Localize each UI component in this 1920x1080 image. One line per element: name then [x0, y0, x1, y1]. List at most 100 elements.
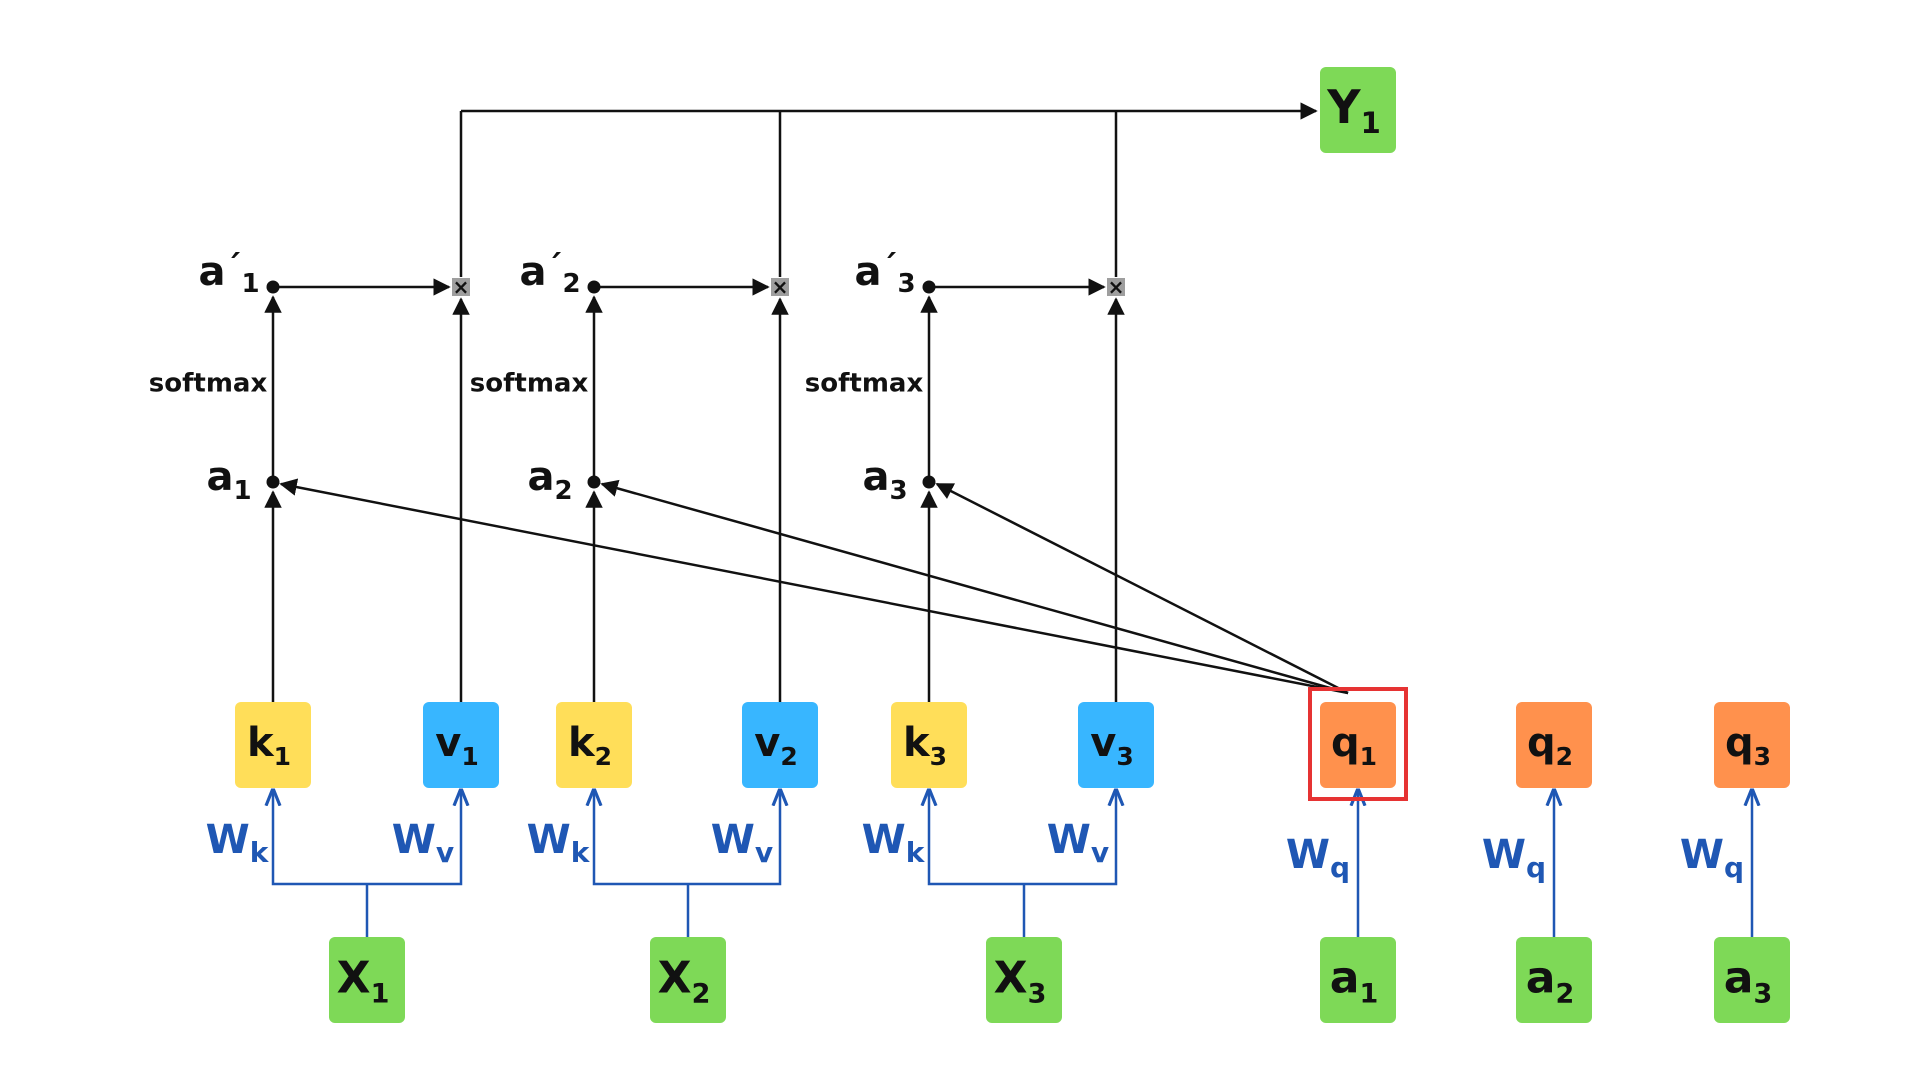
value-v1-box-rect [423, 702, 499, 788]
query-q2-box-label-subscript: 2 [1556, 742, 1573, 771]
input-a3-box-rect [1714, 937, 1790, 1023]
weight-k-label-3-subscript: k [906, 836, 926, 869]
normalized-score-label-1-subscript: 1 [241, 269, 259, 299]
key-k2-box-rect [556, 702, 632, 788]
query-highlight-box [1308, 687, 1408, 801]
weight-q-label-1-main: W [1286, 832, 1330, 878]
input-x1-box-label: X1 [337, 952, 390, 1009]
multiply-node-3-square [1107, 278, 1125, 296]
weight-k-label-1-main: W [206, 817, 250, 863]
input-a3-box-label-main: a [1724, 952, 1754, 1003]
query-q2-box: q2 [1516, 702, 1592, 788]
normalized-score-label-2-prime: ´ [546, 248, 562, 286]
query-q3-box: q3 [1714, 702, 1790, 788]
query-q1-box-label-main: q [1331, 720, 1360, 766]
softmax-label-1: softmax [149, 369, 268, 399]
input-a2-box: a2 [1516, 937, 1592, 1023]
normalized-score-label-2-subscript: 2 [562, 269, 580, 299]
connector-lines [264, 102, 1752, 937]
input-x3-box-label: X3 [994, 952, 1047, 1009]
query-q1-box-label-subscript: 1 [1360, 742, 1377, 771]
input-a3-box-label: a3 [1724, 952, 1773, 1009]
value-v1-box-label: v1 [435, 720, 478, 771]
weight-k-label-1-subscript: k [250, 836, 270, 869]
score-dot-2 [587, 475, 601, 489]
score-label-2: a2 [527, 454, 572, 506]
query-q1-box-rect [1320, 702, 1396, 788]
input-a1-box: a1 [1320, 937, 1396, 1023]
multiply-node-1-symbol: × [453, 275, 470, 299]
weight-q-label-1-subscript: q [1330, 851, 1350, 884]
weight-q-label-2: Wq [1482, 832, 1546, 884]
normalized-score-dot-3 [922, 280, 936, 294]
input-a2-box-label: a2 [1526, 952, 1575, 1009]
score-label-2-main: a [527, 454, 554, 500]
multiply-node-1: × [452, 275, 470, 299]
score-label-1-subscript: 1 [233, 476, 251, 506]
weight-k-label-2-main: W [527, 817, 571, 863]
weight-k-label-3-main: W [862, 817, 906, 863]
query-q3-box-rect [1714, 702, 1790, 788]
weight-v-label-1-main: W [392, 817, 436, 863]
multiply-node-2-square [771, 278, 789, 296]
query-to-score-line-2 [600, 479, 1349, 695]
weight-k-label-1: Wk [206, 817, 270, 869]
input-x1-box-label-subscript: 1 [371, 978, 390, 1009]
value-v2-box-label-subscript: 2 [780, 742, 797, 771]
value-v1-box-label-main: v [435, 720, 461, 766]
query-q2-box-label: q2 [1527, 720, 1573, 771]
normalized-score-label-3: a´3 [854, 248, 915, 299]
normalized-score-label-2: a´2 [519, 248, 580, 299]
normalized-score-dot-2 [587, 280, 601, 294]
score-label-1: a1 [206, 454, 251, 506]
score-label-3-main: a [862, 454, 889, 500]
input-x2-box-label: X2 [658, 952, 711, 1009]
weight-v-label-3-main: W [1047, 817, 1091, 863]
key-k1-box: k1 [235, 702, 311, 788]
query-q2-box-label-main: q [1527, 720, 1556, 766]
input-a1-box-label-subscript: 1 [1359, 978, 1378, 1009]
input-x2-box: X2 [650, 937, 726, 1023]
input-a3-box-label-subscript: 3 [1753, 978, 1772, 1009]
weight-q-label-3: Wq [1680, 832, 1744, 884]
input-a2-box-rect [1516, 937, 1592, 1023]
input-x2-box-label-subscript: 2 [692, 978, 711, 1009]
weight-q-label-3-subscript: q [1724, 851, 1744, 884]
value-v2-box: v2 [742, 702, 818, 788]
value-v2-box-rect [742, 702, 818, 788]
score-dot-3 [922, 475, 936, 489]
weight-q-label-2-main: W [1482, 832, 1526, 878]
key-k2-box-label: k2 [568, 720, 612, 771]
weight-v-label-1: Wv [392, 817, 454, 869]
multiply-node-3-symbol: × [1108, 275, 1125, 299]
query-q1-box: q1 [1320, 702, 1396, 788]
input-to-key-line-3 [929, 790, 1024, 886]
key-k3-box-rect [891, 702, 967, 788]
input-x2-box-label-main: X [658, 952, 692, 1003]
input-a2-box-label-main: a [1526, 952, 1556, 1003]
normalized-score-label-2-main: a [519, 249, 546, 295]
input-x3-box-label-main: X [994, 952, 1028, 1003]
output-y1-box-label-subscript: 1 [1361, 106, 1381, 140]
normalized-score-label-1: a´1 [198, 248, 259, 299]
input-to-value-line-2 [688, 790, 780, 886]
normalized-score-dot-1 [266, 280, 280, 294]
input-to-value-line-1 [367, 790, 461, 886]
input-x1-box-rect [329, 937, 405, 1023]
multiply-node-2: × [771, 275, 789, 299]
key-k3-box: k3 [891, 702, 967, 788]
weight-v-label-1-subscript: v [436, 836, 454, 869]
input-a2-box-label-subscript: 2 [1555, 978, 1574, 1009]
query-q2-box-rect [1516, 702, 1592, 788]
value-v3-box-label: v3 [1090, 720, 1133, 771]
output-y1-box-label-main: Y [1326, 80, 1361, 134]
input-a1-box-rect [1320, 937, 1396, 1023]
normalized-score-label-3-main: a [854, 249, 881, 295]
input-to-key-line-2 [594, 790, 688, 886]
weight-v-label-2: Wv [711, 817, 773, 869]
normalized-score-label-1-main: a [198, 249, 225, 295]
output-y1-box-rect [1320, 67, 1396, 153]
score-label-1-main: a [206, 454, 233, 500]
